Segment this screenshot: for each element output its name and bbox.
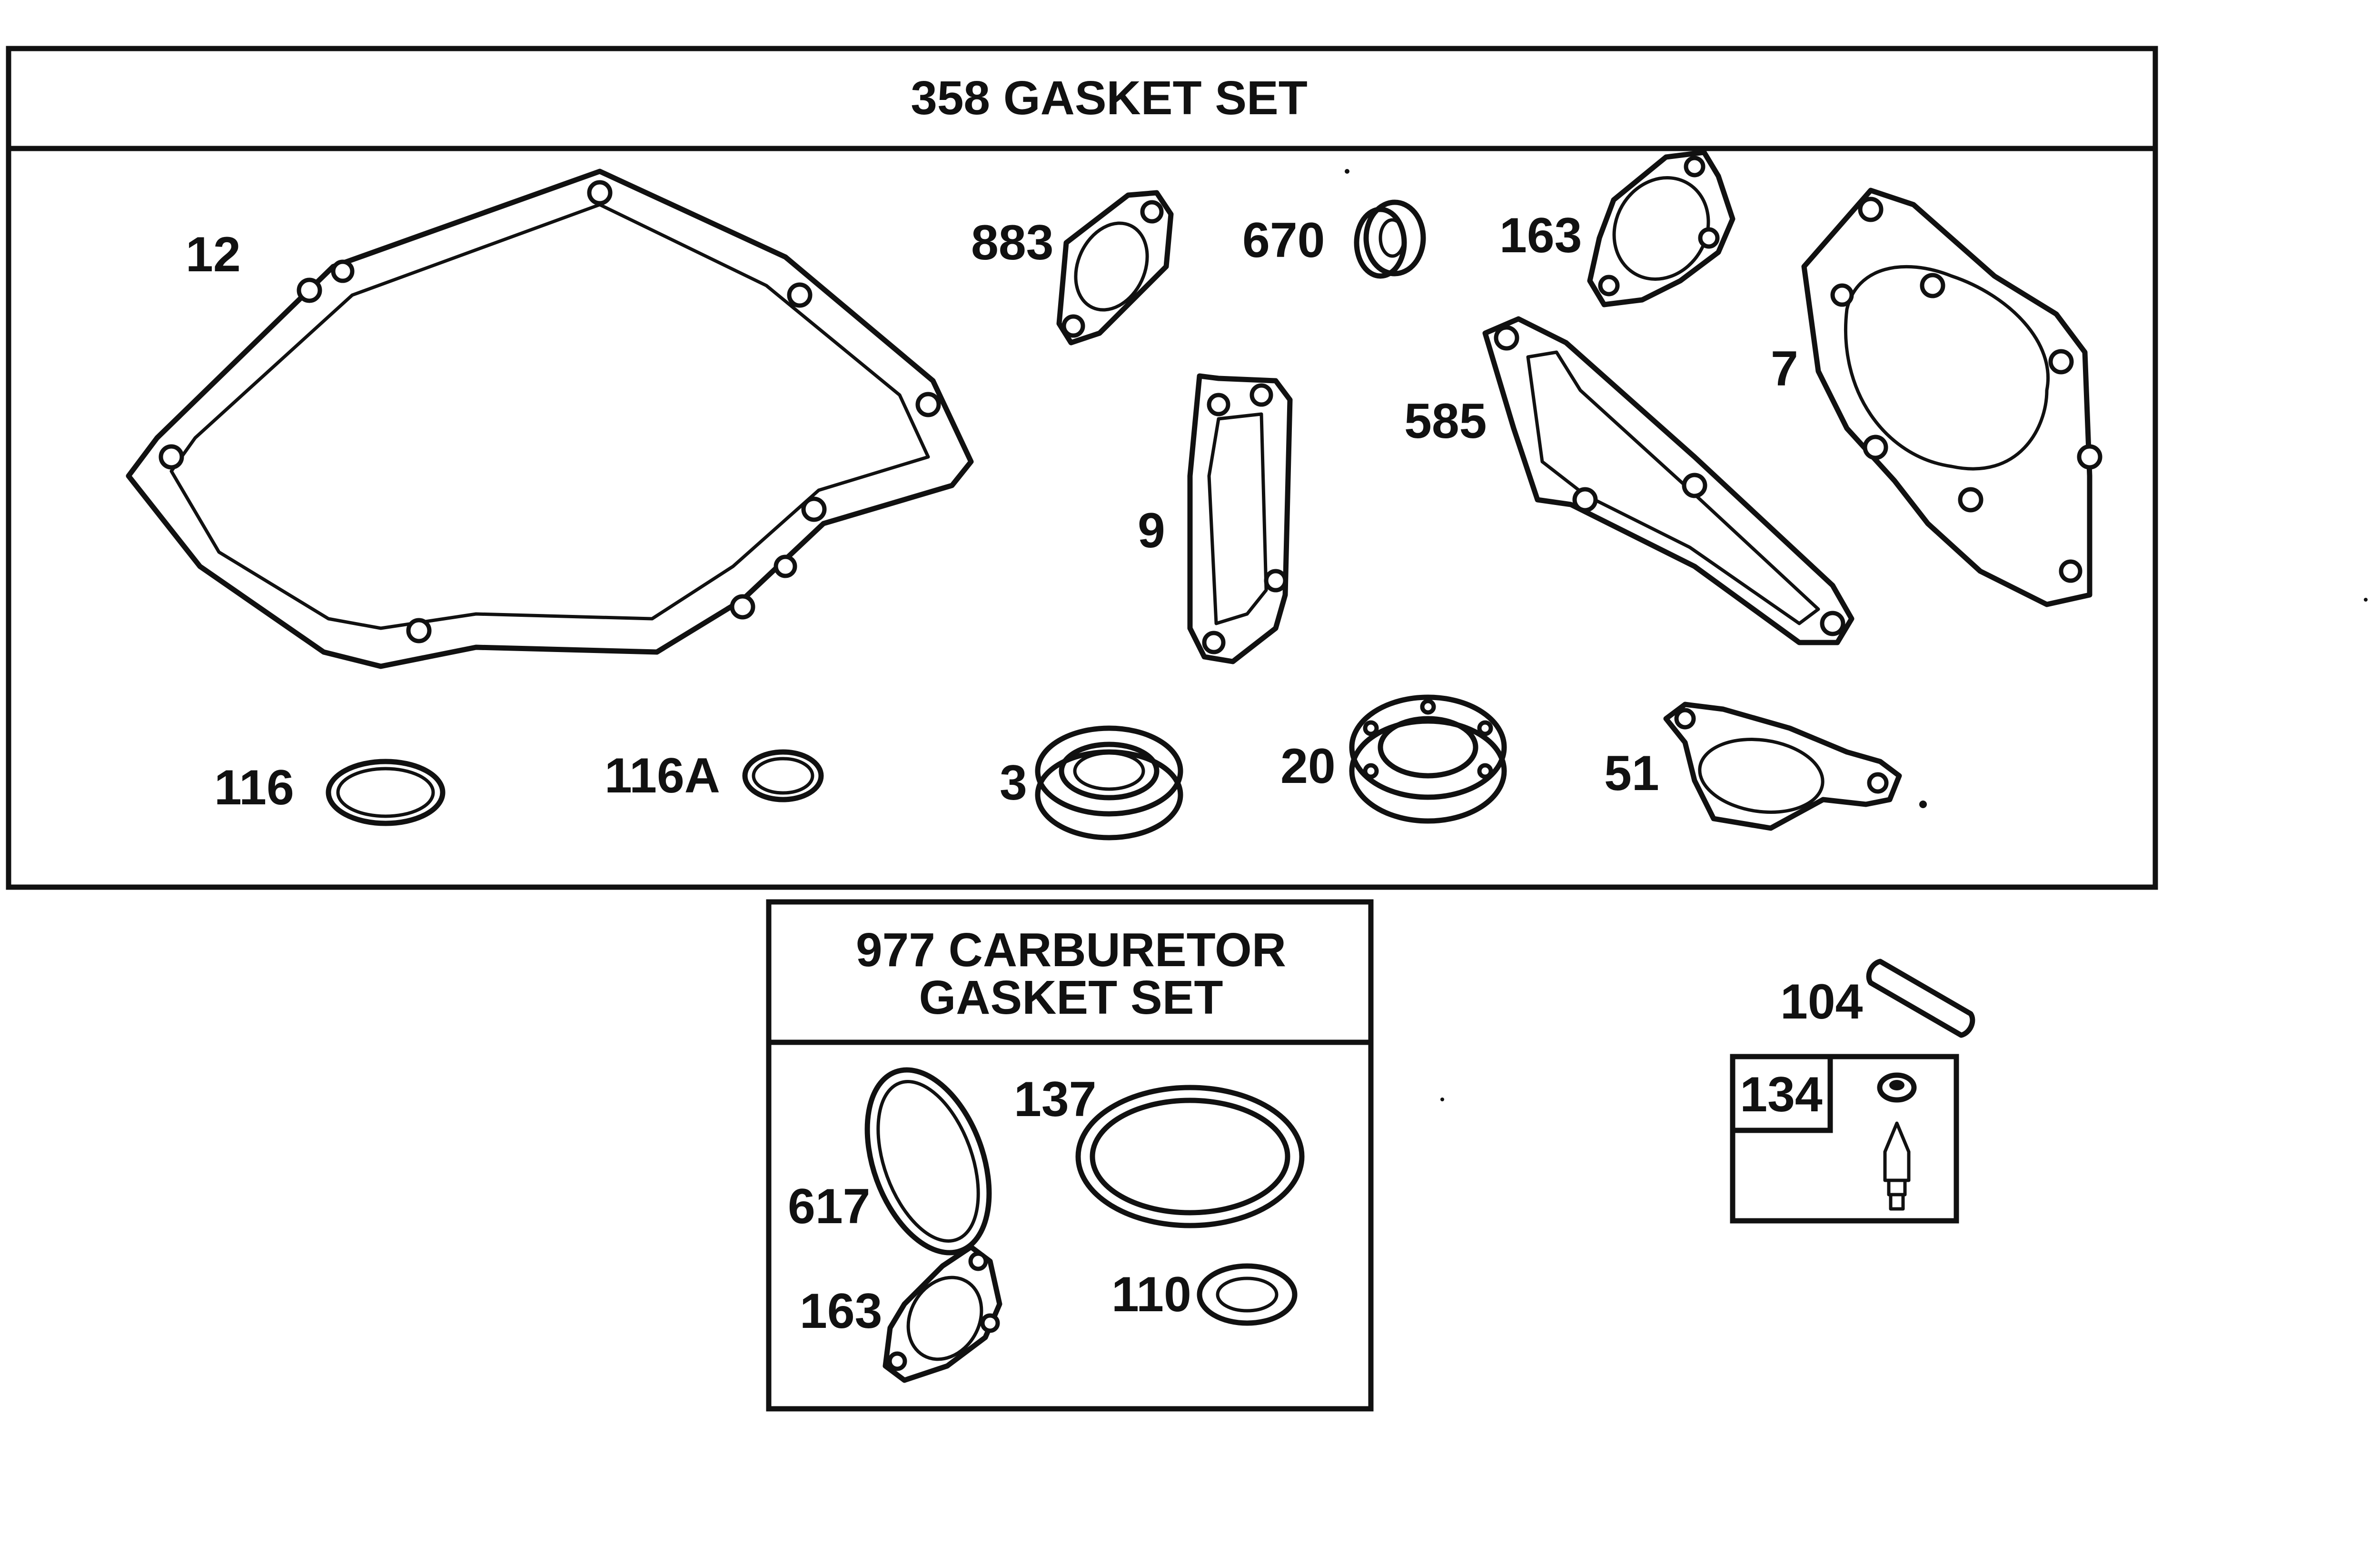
part-883-intake-gasket xyxy=(1056,190,1174,346)
part-label-617: 617 xyxy=(788,1179,871,1234)
part-51-exhaust-gasket xyxy=(1663,702,1902,831)
part-label-670: 670 xyxy=(1242,213,1325,268)
part-163-carburetor-gasket xyxy=(883,1244,1002,1383)
part-label-883: 883 xyxy=(971,215,1054,270)
part-116a-o-ring xyxy=(742,749,824,802)
part-label-104: 104 xyxy=(1780,974,1863,1029)
gasket-set-panel: 358 GASKET SET xyxy=(6,46,2158,890)
stray-dot xyxy=(1345,169,1349,174)
part-label-116: 116 xyxy=(214,760,294,815)
part-116-o-ring xyxy=(326,759,446,826)
part-134-needle xyxy=(1883,1121,1911,1211)
part-label-20: 20 xyxy=(1280,739,1336,794)
part-134-outer-border xyxy=(1730,1054,1959,1224)
part-label-12: 12 xyxy=(186,227,241,282)
carburetor-set-panel: 977 CARBURETOR GASKET SET xyxy=(766,899,1374,1412)
part-110-washer xyxy=(1197,1263,1298,1326)
part-134-label-box xyxy=(1730,1054,1833,1133)
carburetor-set-title-line1: 977 CARBURETOR xyxy=(856,923,1286,977)
part-585-gasket xyxy=(1482,316,1854,645)
part-label-163-carburetor: 163 xyxy=(800,1284,883,1339)
stray-dot xyxy=(1440,1098,1444,1101)
part-label-110: 110 xyxy=(1111,1267,1191,1322)
carburetor-set-border xyxy=(766,899,1374,1412)
part-label-163: 163 xyxy=(1499,208,1582,263)
part-617-ring xyxy=(864,1067,992,1256)
stray-dot xyxy=(1919,801,1927,808)
part-label-51: 51 xyxy=(1604,746,1659,801)
part-7-cylinder-head-gasket xyxy=(1801,188,2102,607)
part-670-seal xyxy=(1354,199,1426,279)
gasket-set-title: 358 GASKET SET xyxy=(911,71,1308,125)
part-label-134: 134 xyxy=(1740,1067,1823,1122)
part-20-seal xyxy=(1349,694,1507,824)
part-label-137: 137 xyxy=(1014,1072,1097,1127)
gasket-set-border xyxy=(6,46,2158,890)
part-12-crankcase-gasket xyxy=(126,168,974,669)
part-134-panel: 134 xyxy=(1730,1054,1959,1224)
part-label-9: 9 xyxy=(1138,503,1165,558)
part-label-3: 3 xyxy=(1000,755,1027,811)
part-label-585: 585 xyxy=(1404,394,1487,449)
part-137-ring xyxy=(1075,1085,1305,1228)
part-label-116a: 116A xyxy=(605,748,720,803)
part-label-7: 7 xyxy=(1771,341,1798,396)
part-9-valve-cover-gasket xyxy=(1187,373,1293,664)
part-3-oil-seal xyxy=(1035,725,1183,841)
part-134-seat xyxy=(1877,1072,1917,1103)
part-104-pin xyxy=(1866,959,1975,1038)
stray-dot xyxy=(2364,598,2368,602)
part-163-gasket xyxy=(1587,149,1735,307)
carburetor-set-title-line2: GASKET SET xyxy=(919,971,1223,1024)
